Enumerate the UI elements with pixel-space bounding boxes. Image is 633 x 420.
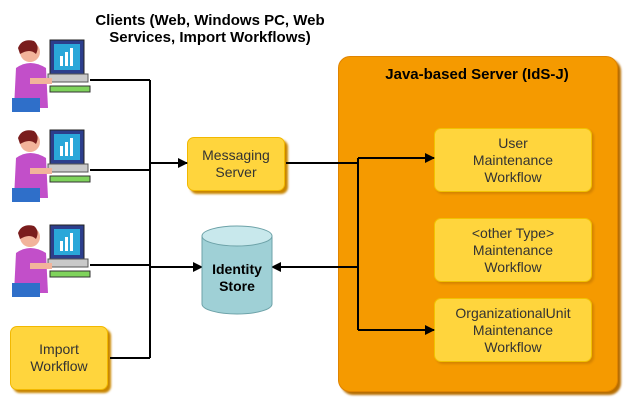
computer-user-icon: [12, 224, 91, 297]
computer-user-icon: [12, 39, 91, 112]
import-workflow-box: Import Workflow: [10, 326, 108, 390]
workflow-line: Maintenance: [472, 321, 554, 338]
clients-caption: Clients (Web, Windows PC, Web Services, …: [70, 12, 350, 46]
import-workflow-line: Workflow: [30, 358, 88, 374]
import-workflow-line: Import: [39, 341, 79, 357]
identity-store-cylinder: [201, 225, 273, 315]
java-server-title: Java-based Server (IdS-J): [385, 66, 569, 83]
workflow-line: <other Type>: [471, 224, 555, 241]
identity-store-line: Store: [219, 278, 255, 294]
clients-caption-line-2: Services, Import Workflows): [109, 29, 311, 46]
workflow-line: User: [498, 134, 528, 151]
other-type-maintenance-workflow: <other Type> Maintenance Workflow: [434, 218, 592, 282]
messaging-server-line: Messaging: [202, 147, 270, 163]
clients-caption-line-1: Clients (Web, Windows PC, Web: [95, 12, 325, 29]
workflow-line: Workflow: [484, 338, 542, 355]
workflow-line: Workflow: [484, 168, 542, 185]
computer-user-icon: [12, 129, 91, 202]
workflow-line: Maintenance: [472, 241, 554, 258]
workflow-line: OrganizationalUnit: [455, 304, 571, 321]
messaging-server-box: Messaging Server: [187, 137, 285, 191]
client-connectors: [90, 79, 435, 359]
identity-store-label: Identity Store: [202, 261, 272, 295]
messaging-server-line: Server: [215, 164, 257, 180]
workflow-line: Workflow: [484, 258, 542, 275]
workflow-line: Maintenance: [472, 151, 554, 168]
orgunit-maintenance-workflow: OrganizationalUnit Maintenance Workflow: [434, 298, 592, 362]
identity-store-line: Identity: [212, 261, 262, 277]
